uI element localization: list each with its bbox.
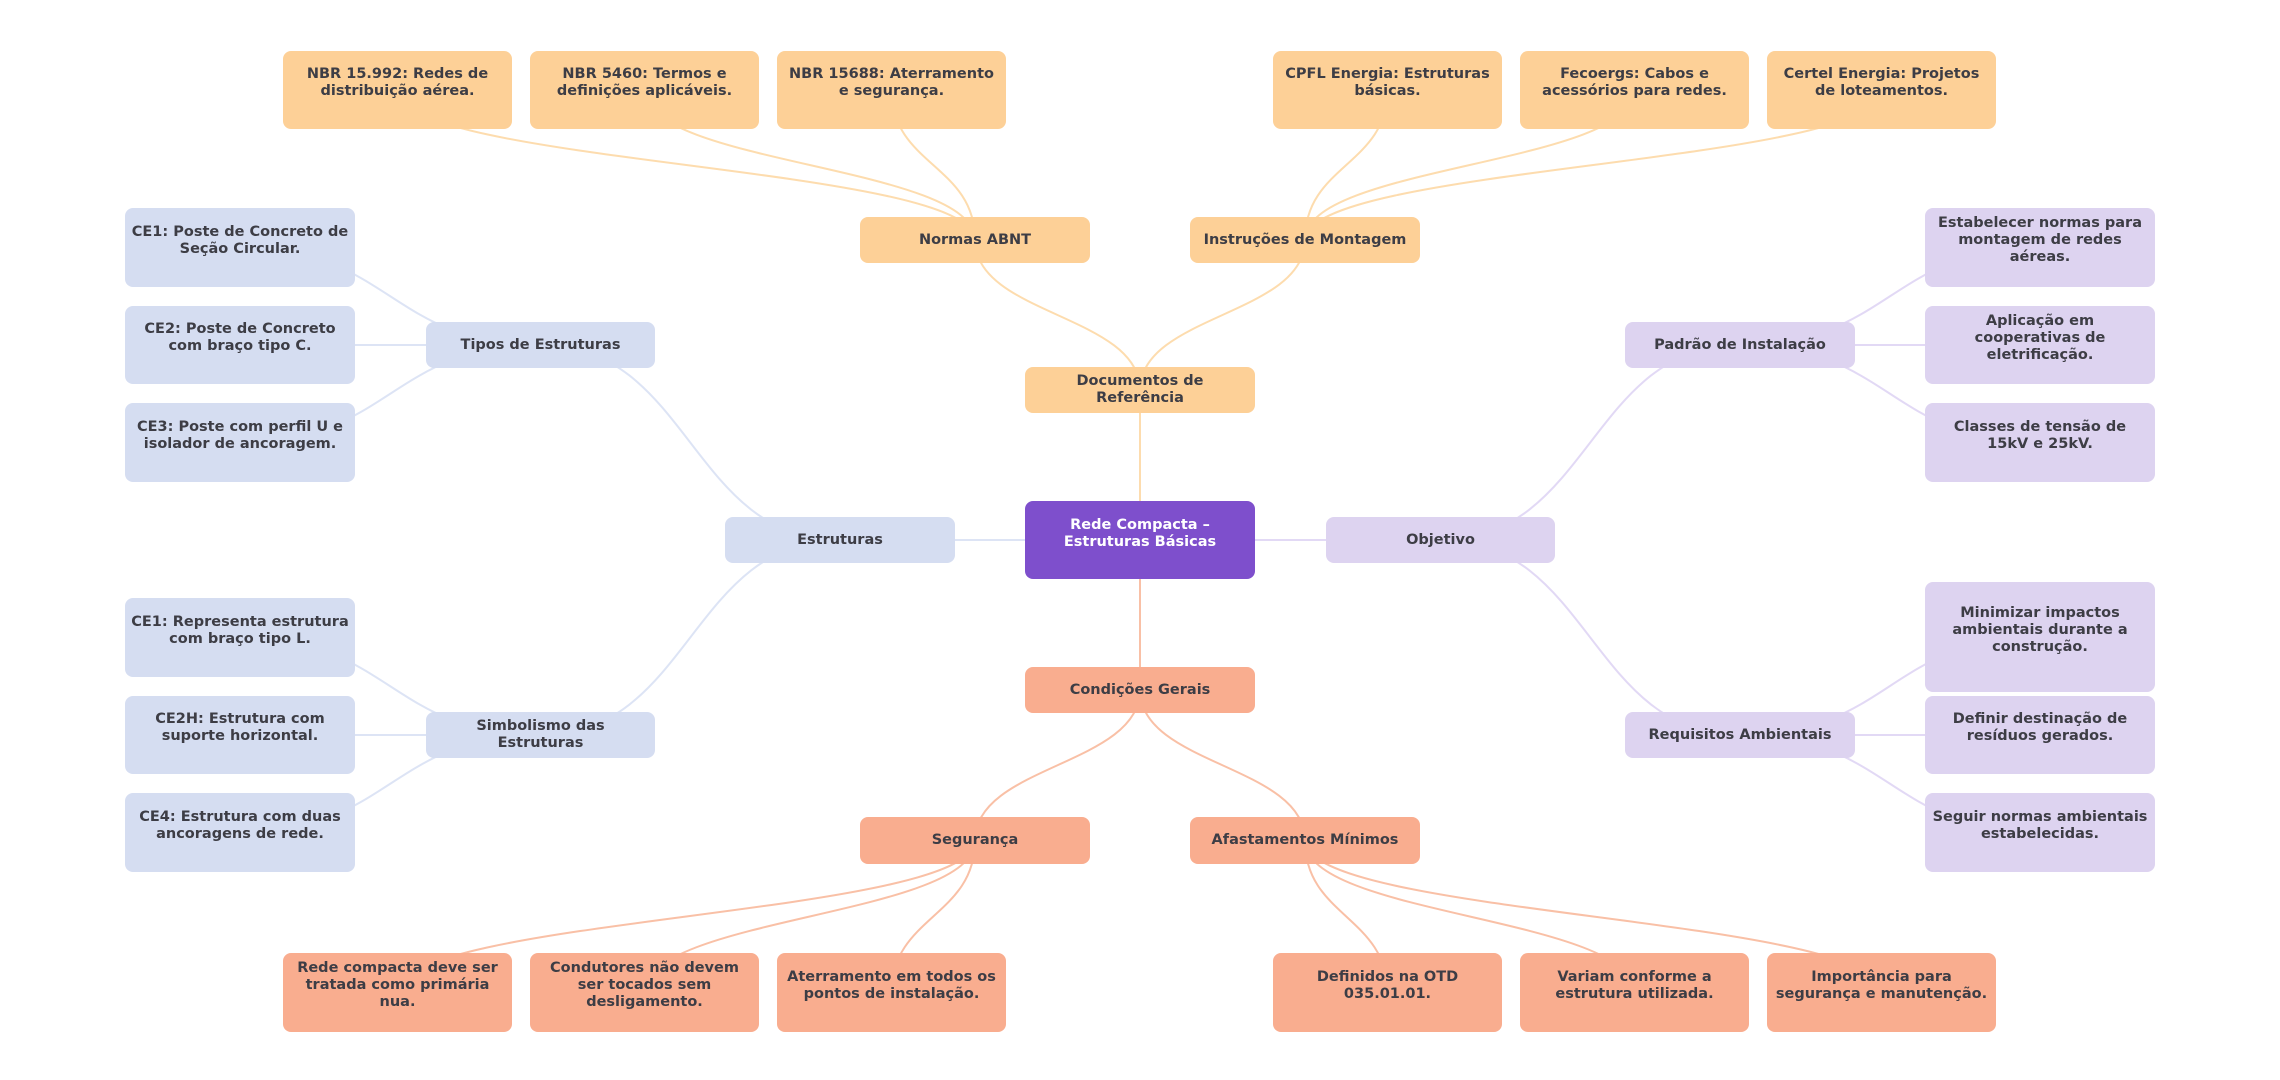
leaf-label: CE2: Poste de Concreto com braço tipo C. bbox=[144, 321, 336, 354]
leaf-minimizar-impactos[interactable]: Minimizar impactos ambientais durante a … bbox=[1925, 582, 2155, 692]
node-afastamentos-minimos[interactable]: Afastamentos Mínimos bbox=[1190, 817, 1420, 864]
leaf-ce2-braco-c[interactable]: CE2: Poste de Concreto com braço tipo C. bbox=[125, 306, 355, 384]
leaf-label: NBR 5460: Termos e definições aplicáveis… bbox=[556, 66, 733, 99]
leaf-seguir-normas[interactable]: Seguir normas ambientais estabelecidas. bbox=[1925, 793, 2155, 872]
leaf-ce2h-suporte-horizontal[interactable]: CE2H: Estrutura com suporte horizontal. bbox=[125, 696, 355, 774]
node-label: Afastamentos Mínimos bbox=[1211, 832, 1399, 848]
node-simbolismo-das-estruturas[interactable]: Simbolismo das Estruturas bbox=[426, 712, 655, 758]
leaf-otd-035[interactable]: Definidos na OTD 035.01.01. bbox=[1273, 953, 1502, 1032]
leaf-classes-de-tensao[interactable]: Classes de tensão de 15kV e 25kV. bbox=[1925, 403, 2155, 482]
node-label: Objetivo bbox=[1406, 531, 1475, 548]
leaf-estabelecer-normas[interactable]: Estabelecer normas para montagem de rede… bbox=[1925, 208, 2155, 287]
node-label: Documentos de Referência bbox=[1076, 373, 1204, 406]
node-objetivo[interactable]: Objetivo bbox=[1326, 517, 1555, 563]
leaf-label: Classes de tensão de 15kV e 25kV. bbox=[1953, 418, 2127, 452]
leaf-label: CE1: Poste de Concreto de Seção Circular… bbox=[131, 223, 349, 257]
leaf-condutores-desligamento[interactable]: Condutores não devem ser tocados sem des… bbox=[530, 953, 759, 1032]
leaf-importancia-seguranca[interactable]: Importância para segurança e manutenção. bbox=[1767, 953, 1996, 1032]
link-estruturas-tipos bbox=[540, 344, 841, 541]
leaf-label: CE2H: Estrutura com suporte horizontal. bbox=[155, 711, 325, 744]
node-instrucoes-de-montagem[interactable]: Instruções de Montagem bbox=[1190, 217, 1420, 263]
node-label: Padrão de Instalação bbox=[1654, 336, 1826, 353]
leaf-label: Rede compacta deve ser tratada como prim… bbox=[297, 960, 498, 1010]
leaf-certel-energia[interactable]: Certel Energia: Projetos de loteamentos. bbox=[1767, 51, 1996, 129]
leaf-label: CE3: Poste com perfil U e isolador de an… bbox=[136, 418, 344, 452]
leaf-nbr-15992[interactable]: NBR 15.992: Redes de distribuição aérea. bbox=[283, 51, 512, 129]
leaf-label: Condutores não devem ser tocados sem des… bbox=[550, 960, 739, 1010]
link-objetivo-padrao bbox=[1440, 344, 1741, 541]
root-label: Rede Compacta – Estruturas Básicas bbox=[1063, 517, 1217, 550]
node-label: Condições Gerais bbox=[1069, 681, 1211, 698]
leaf-label: CE4: Estrutura com duas ancoragens de re… bbox=[139, 808, 341, 842]
leaf-fecoergs[interactable]: Fecoergs: Cabos e acessórios para redes. bbox=[1520, 51, 1749, 129]
leaf-label: Estabelecer normas para montagem de rede… bbox=[1937, 215, 2142, 265]
leaf-label: NBR 15.992: Redes de distribuição aérea. bbox=[306, 66, 489, 99]
link-condicoes-seguranca bbox=[974, 689, 1141, 841]
node-requisitos-ambientais[interactable]: Requisitos Ambientais bbox=[1625, 712, 1855, 758]
leaf-label: Certel Energia: Projetos de loteamentos. bbox=[1783, 66, 1980, 99]
root-node[interactable]: Rede Compacta – Estruturas Básicas bbox=[1025, 501, 1255, 579]
leaf-label: CE1: Representa estrutura com braço tipo… bbox=[131, 613, 349, 647]
link-condicoes-afastamentos bbox=[1139, 689, 1306, 841]
leaf-variam-estrutura[interactable]: Variam conforme a estrutura utilizada. bbox=[1520, 953, 1749, 1032]
node-estruturas[interactable]: Estruturas bbox=[725, 517, 955, 563]
leaf-label: Importância para segurança e manutenção. bbox=[1775, 968, 1988, 1002]
link-objetivo-requisitos bbox=[1440, 539, 1741, 736]
leaf-definir-destinacao[interactable]: Definir destinação de resíduos gerados. bbox=[1925, 696, 2155, 774]
node-normas-abnt[interactable]: Normas ABNT bbox=[860, 217, 1090, 263]
leaf-aterramento-pontos[interactable]: Aterramento em todos os pontos de instal… bbox=[777, 953, 1006, 1032]
leaf-label: Aplicação em cooperativas de eletrificaç… bbox=[1974, 312, 2106, 363]
node-tipos-de-estruturas[interactable]: Tipos de Estruturas bbox=[426, 322, 655, 368]
leaf-primaria-nua[interactable]: Rede compacta deve ser tratada como prim… bbox=[283, 953, 512, 1032]
leaf-ce1-braco-l[interactable]: CE1: Representa estrutura com braço tipo… bbox=[125, 598, 355, 677]
node-label: Instruções de Montagem bbox=[1203, 231, 1407, 248]
leaf-ce3-perfil-u[interactable]: CE3: Poste com perfil U e isolador de an… bbox=[125, 403, 355, 482]
node-label: Estruturas bbox=[797, 531, 883, 548]
leaf-label: Variam conforme a estrutura utilizada. bbox=[1555, 968, 1714, 1002]
leaf-ce4-duas-ancoragens[interactable]: CE4: Estrutura com duas ancoragens de re… bbox=[125, 793, 355, 872]
leaf-label: Minimizar impactos ambientais durante a … bbox=[1952, 604, 2128, 655]
link-estruturas-simbolismo bbox=[540, 539, 841, 736]
node-padrao-de-instalacao[interactable]: Padrão de Instalação bbox=[1625, 322, 1855, 368]
leaf-label: NBR 15688: Aterramento e segurança. bbox=[789, 66, 994, 99]
leaf-label: Seguir normas ambientais estabelecidas. bbox=[1932, 808, 2148, 842]
leaf-nbr-15688[interactable]: NBR 15688: Aterramento e segurança. bbox=[777, 51, 1006, 129]
node-condicoes-gerais[interactable]: Condições Gerais bbox=[1025, 667, 1255, 713]
leaf-nbr-5460[interactable]: NBR 5460: Termos e definições aplicáveis… bbox=[530, 51, 759, 129]
leaf-label: CPFL Energia: Estruturas básicas. bbox=[1285, 66, 1490, 99]
node-documentos-de-referencia[interactable]: Documentos de Referência bbox=[1025, 367, 1255, 413]
leaf-label: Aterramento em todos os pontos de instal… bbox=[787, 968, 996, 1002]
leaf-ce1-poste-circular[interactable]: CE1: Poste de Concreto de Seção Circular… bbox=[125, 208, 355, 287]
node-seguranca[interactable]: Segurança bbox=[860, 817, 1090, 864]
leaf-label: Definir destinação de resíduos gerados. bbox=[1952, 711, 2128, 744]
node-label: Tipos de Estruturas bbox=[460, 336, 621, 353]
node-label: Segurança bbox=[931, 832, 1019, 848]
node-label: Requisitos Ambientais bbox=[1648, 726, 1832, 743]
leaf-label: Fecoergs: Cabos e acessórios para redes. bbox=[1542, 66, 1727, 99]
leaf-label: Definidos na OTD 035.01.01. bbox=[1316, 968, 1459, 1002]
node-label: Normas ABNT bbox=[918, 231, 1032, 248]
node-label: Simbolismo das Estruturas bbox=[476, 718, 605, 751]
link-documentos-instrucoes bbox=[1139, 239, 1306, 391]
leaf-aplicacao-cooperativas[interactable]: Aplicação em cooperativas de eletrificaç… bbox=[1925, 306, 2155, 384]
link-documentos-normas bbox=[974, 239, 1141, 391]
leaf-cpfl-energia[interactable]: CPFL Energia: Estruturas básicas. bbox=[1273, 51, 1502, 129]
